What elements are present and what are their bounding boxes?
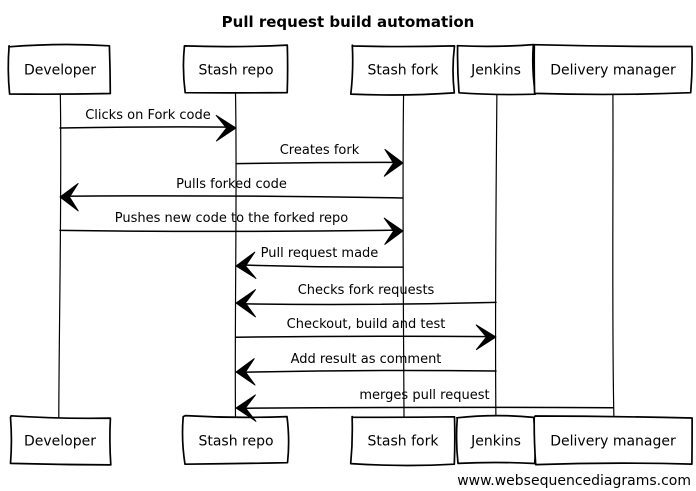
message-line [61,195,404,199]
actor-label: Developer [24,63,96,79]
arrowhead-right-icon [215,114,237,142]
message-label: Clicks on Fork code [85,108,211,123]
actor-label: Stash repo [198,63,273,79]
message-label: Add result as comment [291,352,442,367]
watermark-url: www.websequencediagrams.com [457,473,691,489]
arrowhead-left-icon [59,183,79,212]
actor-bottom-box-stash-repo [181,414,290,466]
actor-label: Developer [24,434,96,450]
actor-bottom-box-stash-fork [349,415,456,467]
message-label: Pulls forked code [176,177,287,192]
actor-label: Stash fork [368,63,440,79]
actor-label: Delivery manager [550,63,676,79]
actor-top-box-delivery-manager [533,43,693,96]
arrowhead-right-icon [383,148,404,177]
actor-bottom-box-developer [9,414,112,466]
actor-label: Stash repo [198,434,273,450]
actor-bottom-box-jenkins [455,414,537,465]
actor-top-box-developer [7,43,112,96]
message-line [237,264,404,268]
lifeline-delivery-manager [612,92,615,418]
actor-label: Jenkins [470,434,521,450]
message-line [237,301,497,306]
message-line [235,335,495,338]
arrowhead-left-icon [235,289,256,318]
message-label: merges pull request [359,388,489,403]
actor-label: Stash fork [368,434,440,450]
lifeline-stash-fork [402,92,405,418]
arrowhead-left-icon [235,394,257,422]
actor-top-box-stash-repo [182,44,289,94]
arrowhead-right-icon [475,324,497,351]
message-line [59,229,402,233]
message-label: Checkout, build and test [287,317,446,332]
lifeline-jenkins [494,92,498,418]
message-label: Pull request made [261,246,379,261]
arrowhead-left-icon [235,358,256,386]
lifeline-developer [58,92,62,418]
actor-label: Jenkins [470,63,521,79]
message-line [59,126,235,129]
actor-bottom-box-delivery-manager [533,415,693,466]
arrowhead-left-icon [235,251,257,279]
actor-top-box-stash-fork [349,44,456,96]
message-line [237,369,497,374]
diagram-title: Pull request build automation [222,13,475,31]
message-line [235,161,402,165]
message-label: Creates fork [280,143,360,158]
lifeline-stash-repo [234,92,237,418]
message-line [237,406,614,410]
message-label: Checks fork requests [298,283,435,298]
arrowhead-right-icon [383,217,404,245]
message-label: Pushes new code to the forked repo [115,211,349,226]
actor-label: Delivery manager [550,434,676,450]
